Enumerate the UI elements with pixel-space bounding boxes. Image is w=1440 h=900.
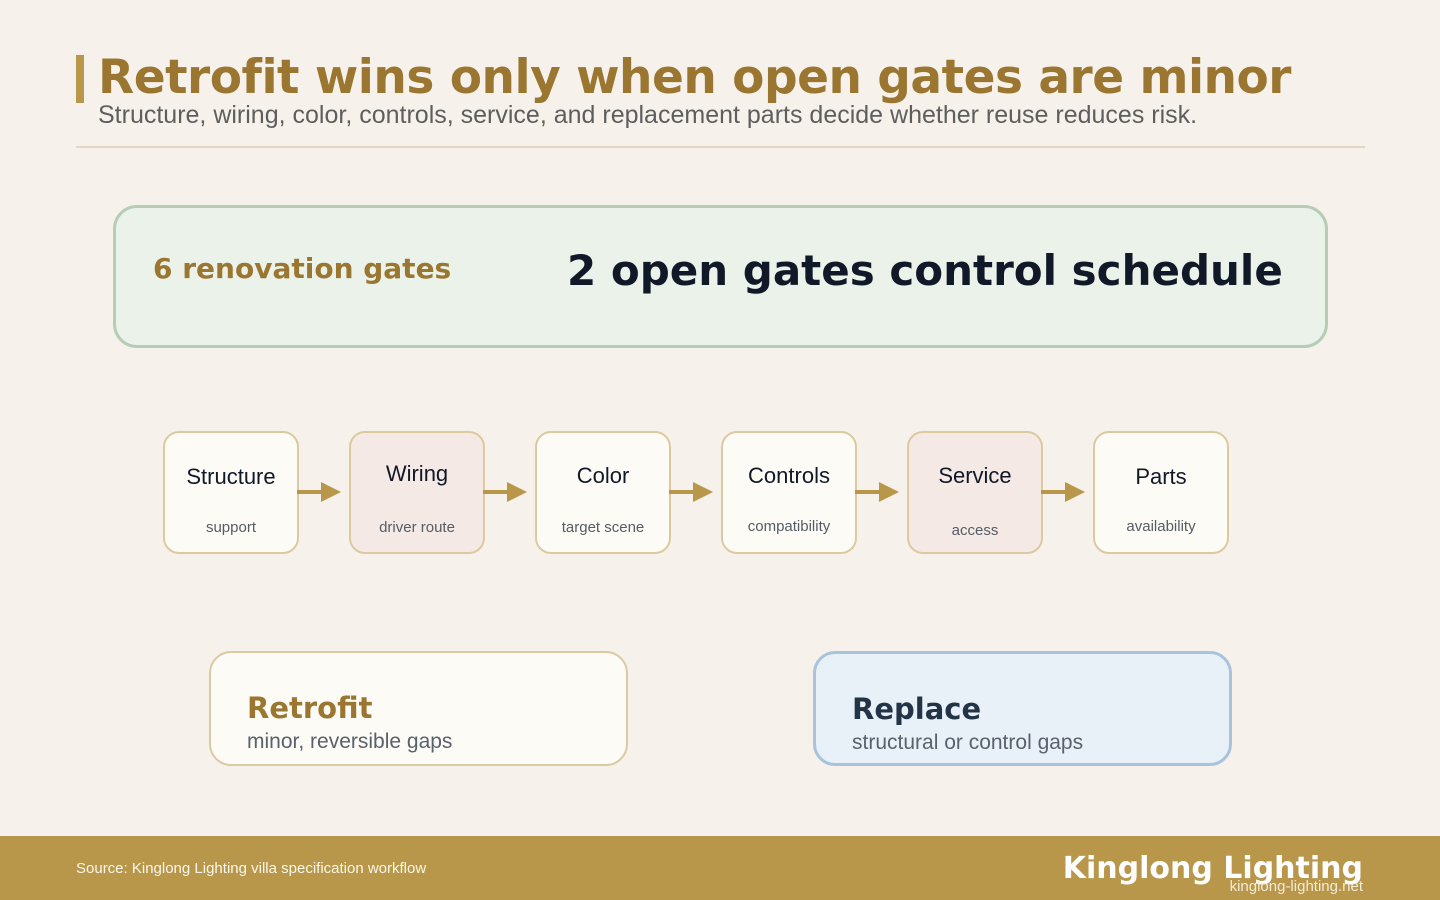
brand-name: Kinglong Lighting bbox=[1062, 851, 1363, 886]
gate-name: Service bbox=[938, 463, 1012, 488]
header-divider bbox=[76, 146, 1365, 148]
outcome-replace-subtitle: structural or control gaps bbox=[852, 731, 1084, 754]
title-accent-bar bbox=[76, 55, 84, 103]
gate-detail: access bbox=[951, 522, 999, 539]
flow-arrow-icon bbox=[297, 482, 341, 502]
page-subtitle: Structure, wiring, color, controls, serv… bbox=[98, 101, 1198, 129]
source-note: Source: Kinglong Lighting villa specific… bbox=[76, 860, 427, 877]
summary-label: 6 renovation gates bbox=[153, 252, 452, 285]
outcome-retrofit-title: Retrofit bbox=[247, 691, 373, 725]
outcome-replace-title: Replace bbox=[852, 692, 982, 726]
flow-arrow-icon bbox=[669, 482, 713, 502]
flow-arrow-icon bbox=[483, 482, 527, 502]
outcome-retrofit: Retrofit minor, reversible gaps bbox=[209, 651, 628, 766]
gate-parts: Parts availability bbox=[1093, 431, 1229, 554]
gate-name: Color bbox=[576, 463, 630, 488]
gate-name: Structure bbox=[186, 464, 276, 489]
gate-detail: availability bbox=[1126, 518, 1196, 535]
gate-detail: target scene bbox=[561, 519, 645, 536]
gate-structure: Structure support bbox=[163, 431, 299, 554]
outcome-replace: Replace structural or control gaps bbox=[813, 651, 1232, 766]
gate-detail: driver route bbox=[379, 519, 455, 536]
outcome-retrofit-subtitle: minor, reversible gaps bbox=[247, 730, 453, 753]
summary-headline: 2 open gates control schedule bbox=[567, 246, 1283, 295]
footer-bar: Source: Kinglong Lighting villa specific… bbox=[0, 836, 1440, 900]
gate-color: Color target scene bbox=[535, 431, 671, 554]
gate-controls: Controls compatibility bbox=[721, 431, 857, 554]
gate-wiring: Wiring driver route bbox=[349, 431, 485, 554]
gate-detail: support bbox=[205, 519, 257, 536]
summary-panel: 6 renovation gates 2 open gates control … bbox=[113, 205, 1328, 348]
flow-arrow-icon bbox=[1041, 482, 1085, 502]
gate-service: Service access bbox=[907, 431, 1043, 554]
page-title: Retrofit wins only when open gates are m… bbox=[98, 50, 1291, 105]
gate-name: Controls bbox=[748, 463, 830, 488]
gate-name: Parts bbox=[1135, 464, 1187, 489]
gate-name: Wiring bbox=[385, 461, 449, 486]
flow-arrow-icon bbox=[855, 482, 899, 502]
gate-detail: compatibility bbox=[747, 518, 831, 535]
brand-url: kinglong-lighting.net bbox=[1229, 878, 1363, 895]
